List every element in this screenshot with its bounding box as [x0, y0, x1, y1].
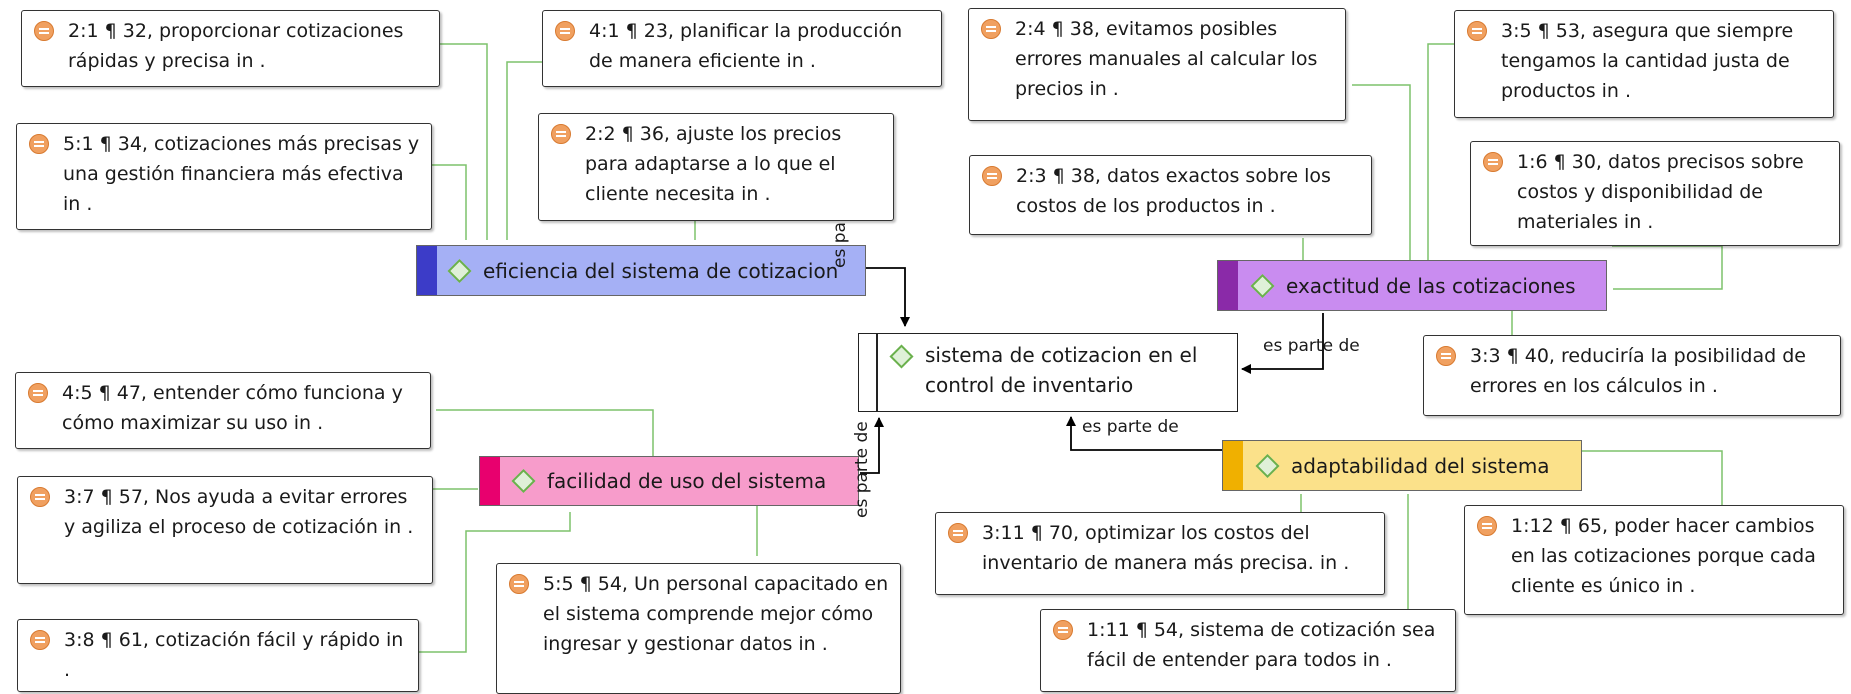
quotation-icon [551, 124, 571, 144]
quotation-icon [1436, 346, 1456, 366]
quotation-text: 4:1 ¶ 23, planificar la producción de ma… [589, 20, 903, 72]
quotation-text: 2:2 ¶ 36, ajuste los precios para adapta… [585, 123, 842, 205]
quotation-icon [30, 487, 50, 507]
code-diamond-icon [1255, 453, 1280, 478]
code-eficiencia[interactable]: eficiencia del sistema de cotizacion [416, 245, 866, 296]
quotation-text: 2:1 ¶ 32, proporcionar cotizaciones rápi… [68, 20, 404, 72]
quotation-box[interactable]: 2:3 ¶ 38, datos exactos sobre los costos… [969, 155, 1372, 235]
quotation-icon [29, 134, 49, 154]
code-color-bar [1223, 441, 1243, 490]
code-exactitud[interactable]: exactitud de las cotizaciones [1217, 260, 1607, 311]
code-label: exactitud de las cotizaciones [1286, 273, 1576, 298]
code-adaptabilidad[interactable]: adaptabilidad del sistema [1222, 440, 1582, 491]
quotation-box[interactable]: 3:7 ¶ 57, Nos ayuda a evitar errores y a… [17, 476, 433, 584]
code-label: eficiencia del sistema de cotizacion [483, 258, 839, 283]
quotation-box[interactable]: 4:1 ¶ 23, planificar la producción de ma… [542, 10, 942, 87]
code-color-bar [480, 457, 500, 505]
quotation-icon [1483, 152, 1503, 172]
quotation-icon [34, 21, 54, 41]
code-label: adaptabilidad del sistema [1291, 453, 1550, 478]
quotation-icon [1467, 21, 1487, 41]
quotation-box[interactable]: 1:12 ¶ 65, poder hacer cambios en las co… [1464, 505, 1844, 615]
quotation-text: 2:4 ¶ 38, evitamos posibles errores manu… [1015, 18, 1318, 100]
quotation-box[interactable]: 4:5 ¶ 47, entender cómo funciona y cómo … [15, 372, 431, 449]
quotation-icon [948, 523, 968, 543]
quotation-text: 3:11 ¶ 70, optimizar los costos del inve… [982, 522, 1350, 574]
quotation-box[interactable]: 3:11 ¶ 70, optimizar los costos del inve… [935, 512, 1385, 595]
quotation-icon [509, 574, 529, 594]
quotation-box[interactable]: 5:5 ¶ 54, Un personal capacitado en el s… [496, 563, 901, 694]
code-diamond-icon [511, 468, 536, 494]
quotation-box[interactable]: 2:1 ¶ 32, proporcionar cotizaciones rápi… [21, 10, 440, 87]
central-code-node[interactable]: sistema de cotizacion en el control de i… [858, 333, 1238, 412]
relation-label: es parte de [1263, 336, 1360, 356]
quotation-box[interactable]: 2:2 ¶ 36, ajuste los precios para adapta… [538, 113, 894, 221]
quotation-box[interactable]: 3:5 ¶ 53, asegura que siempre tengamos l… [1454, 10, 1834, 118]
quotation-icon [1477, 516, 1497, 536]
code-diamond-icon [1250, 273, 1275, 298]
quotation-icon [555, 21, 575, 41]
quotation-box[interactable]: 1:6 ¶ 30, datos precisos sobre costos y … [1470, 141, 1840, 246]
code-diamond-icon [447, 258, 472, 283]
quotation-box[interactable]: 3:8 ¶ 61, cotización fácil y rápido in . [17, 619, 419, 692]
quotation-text: 3:7 ¶ 57, Nos ayuda a evitar errores y a… [64, 486, 414, 538]
quotation-text: 1:6 ¶ 30, datos precisos sobre costos y … [1517, 151, 1804, 233]
quotation-box[interactable]: 1:11 ¶ 54, sistema de cotización sea fác… [1040, 609, 1456, 692]
quotation-text: 1:12 ¶ 65, poder hacer cambios en las co… [1511, 515, 1816, 597]
code-diamond-icon [889, 344, 914, 369]
relation-label: es parte de [852, 421, 872, 518]
quotation-text: 1:11 ¶ 54, sistema de cotización sea fác… [1087, 619, 1436, 671]
quotation-icon [30, 630, 50, 650]
quotation-icon [1053, 620, 1073, 640]
code-color-bar [1218, 261, 1238, 310]
quotation-box[interactable]: 2:4 ¶ 38, evitamos posibles errores manu… [968, 8, 1346, 121]
central-label: sistema de cotizacion en el control de i… [925, 343, 1198, 397]
quotation-icon [981, 19, 1001, 39]
central-node-divider [876, 334, 878, 411]
quotation-text: 4:5 ¶ 47, entender cómo funciona y cómo … [62, 382, 403, 434]
quotation-box[interactable]: 3:3 ¶ 40, reduciría la posibilidad de er… [1423, 335, 1841, 416]
code-label: facilidad de uso del sistema [547, 469, 827, 493]
quotation-text: 5:5 ¶ 54, Un personal capacitado en el s… [543, 573, 889, 655]
quotation-icon [28, 383, 48, 403]
quotation-text: 5:1 ¶ 34, cotizaciones más precisas y un… [63, 133, 420, 215]
quotation-text: 3:5 ¶ 53, asegura que siempre tengamos l… [1501, 20, 1794, 102]
quotation-text: 3:8 ¶ 61, cotización fácil y rápido in . [64, 629, 404, 681]
quotation-text: 3:3 ¶ 40, reduciría la posibilidad de er… [1470, 345, 1806, 397]
quotation-text: 2:3 ¶ 38, datos exactos sobre los costos… [1016, 165, 1331, 217]
code-facilidad[interactable]: facilidad de uso del sistema [479, 456, 859, 506]
code-color-bar [417, 246, 437, 295]
quotation-box[interactable]: 5:1 ¶ 34, cotizaciones más precisas y un… [16, 123, 432, 230]
relation-label: es parte de [1082, 417, 1179, 437]
quotation-icon [982, 166, 1002, 186]
